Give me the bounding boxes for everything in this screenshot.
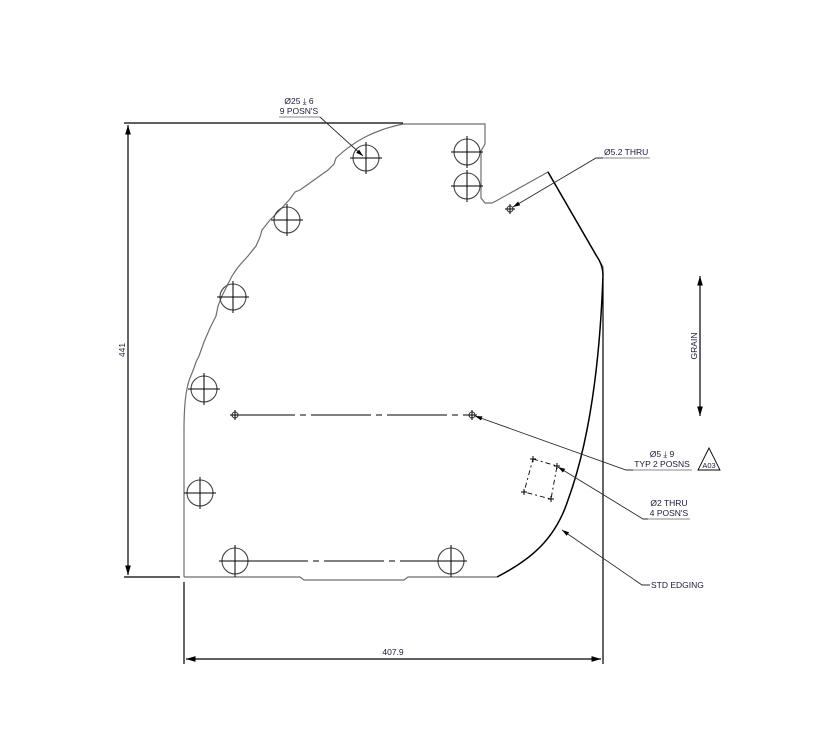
hole-7 xyxy=(184,477,216,509)
annotation-pilot-holes: Ø2 THRU 4 POSN'S xyxy=(557,466,690,520)
large-holes-line2: 9 POSN'S xyxy=(280,106,319,116)
width-dimension xyxy=(183,278,604,664)
grain-label: GRAIN xyxy=(689,333,699,360)
revision-tag: A03 xyxy=(702,461,715,470)
hole-5 xyxy=(217,281,249,313)
hole-3 xyxy=(451,170,483,202)
hole-6 xyxy=(188,373,220,405)
annotation-large-holes: Ø25 ⤓ 6 9 POSN'S xyxy=(279,96,364,157)
hole-1 xyxy=(350,142,382,174)
edging-curve xyxy=(496,171,604,578)
pilot-holes-line2: 4 POSN'S xyxy=(650,508,689,518)
blind-holes-line1: Ø5 ⤓ 9 xyxy=(650,449,675,459)
hole-9 xyxy=(435,545,467,577)
annotation-blind-holes: Ø5 ⤓ 9 TYP 2 POSNS A03 xyxy=(474,415,721,471)
large-holes-line1: Ø25 ⤓ 6 xyxy=(284,96,314,106)
annotation-edging: STD EDGING xyxy=(561,529,704,590)
blind-holes-line2: TYP 2 POSNS xyxy=(634,459,690,469)
edging-label: STD EDGING xyxy=(651,580,704,590)
height-dimension-label: 441 xyxy=(117,343,127,357)
large-holes xyxy=(184,136,483,577)
hole-8 xyxy=(219,545,251,577)
height-dimension xyxy=(124,122,403,578)
part-outline xyxy=(183,123,604,581)
hole-2 xyxy=(451,136,483,168)
hole-4 xyxy=(271,204,303,236)
width-dimension-label: 407.9 xyxy=(382,647,404,657)
pilot-holes-line1: Ø2 THRU xyxy=(650,498,687,508)
thru-hole-label: Ø5.2 THRU xyxy=(604,147,648,157)
revision-triangle xyxy=(697,446,721,471)
annotation-thru-hole: Ø5.2 THRU xyxy=(512,147,650,208)
small-blind-holes xyxy=(230,410,477,420)
pilot-hole-pattern xyxy=(521,456,560,502)
thru-hole-5-2 xyxy=(505,204,515,214)
